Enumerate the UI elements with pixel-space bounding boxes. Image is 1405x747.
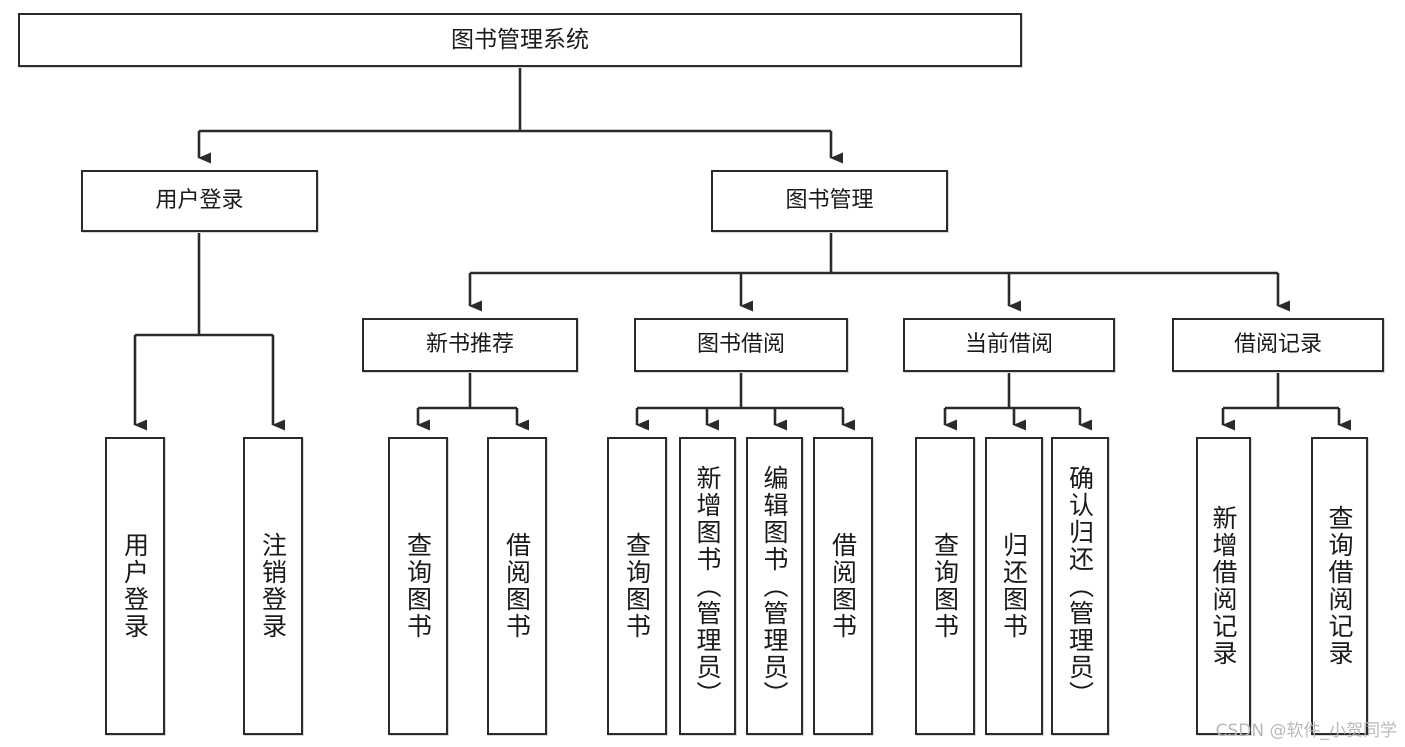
leaf-query-book-cb[interactable]: 查询图书 [915, 437, 975, 735]
leaf-user-login[interactable]: 用户登录 [105, 437, 165, 735]
csdn-watermark: CSDN @软件_小贺同学 [1215, 721, 1397, 741]
node-book-borrow-label: 图书借阅 [696, 332, 785, 358]
leaf-borrow-book-nbr-label: 借阅图书 [502, 532, 532, 640]
leaf-edit-book-admin[interactable]: 编辑图书（管理员） [746, 437, 803, 735]
node-borrow-record[interactable]: 借阅记录 [1172, 318, 1384, 372]
node-new-book-recommend-label: 新书推荐 [425, 332, 514, 358]
node-book-management-label: 图书管理 [785, 188, 874, 214]
leaf-query-book-bb-label: 查询图书 [622, 532, 652, 640]
leaf-borrow-book-nbr[interactable]: 借阅图书 [487, 437, 547, 735]
node-root-book-management-system[interactable]: 图书管理系统 [18, 13, 1022, 67]
leaf-logout-login[interactable]: 注销登录 [243, 437, 303, 735]
node-current-borrow[interactable]: 当前借阅 [903, 318, 1115, 372]
leaf-query-book-bb[interactable]: 查询图书 [607, 437, 667, 735]
edges-book-borrow-to-leaves [635, 372, 855, 431]
node-current-borrow-label: 当前借阅 [964, 332, 1053, 358]
leaf-return-book[interactable]: 归还图书 [985, 437, 1043, 735]
leaf-user-login-label: 用户登录 [120, 532, 150, 640]
node-root-label: 图书管理系统 [451, 26, 589, 53]
edges-current-borrow-to-leaves [943, 372, 1092, 431]
leaf-add-book-admin-label: 新增图书（管理员） [693, 464, 722, 708]
edges-root-to-level1 [197, 67, 843, 164]
leaf-borrow-book-bb-label: 借阅图书 [828, 532, 858, 640]
leaf-confirm-return-admin-label: 确认归还（管理员） [1065, 464, 1095, 708]
leaf-logout-login-label: 注销登录 [258, 532, 288, 640]
edges-borrow-record-to-leaves [1221, 372, 1351, 431]
leaf-query-book-nbr-label: 查询图书 [403, 532, 433, 640]
leaf-add-borrow-record[interactable]: 新增借阅记录 [1196, 437, 1251, 735]
leaf-borrow-book-bb[interactable]: 借阅图书 [813, 437, 873, 735]
leaf-query-borrow-record[interactable]: 查询借阅记录 [1311, 437, 1368, 735]
leaf-query-book-cb-label: 查询图书 [930, 532, 960, 640]
node-book-management[interactable]: 图书管理 [711, 170, 948, 232]
leaf-add-borrow-record-label: 新增借阅记录 [1209, 505, 1238, 667]
node-book-borrow[interactable]: 图书借阅 [634, 318, 848, 372]
leaf-confirm-return-admin[interactable]: 确认归还（管理员） [1051, 437, 1109, 735]
leaf-return-book-label: 归还图书 [999, 532, 1029, 640]
node-user-login[interactable]: 用户登录 [81, 170, 318, 232]
leaf-edit-book-admin-label: 编辑图书（管理员） [760, 464, 789, 708]
node-new-book-recommend[interactable]: 新书推荐 [362, 318, 578, 372]
node-borrow-record-label: 借阅记录 [1233, 332, 1322, 358]
leaf-query-book-nbr[interactable]: 查询图书 [388, 437, 448, 735]
edges-new-book-recommend-to-leaves [416, 372, 529, 431]
leaf-query-borrow-record-label: 查询借阅记录 [1325, 505, 1354, 667]
node-user-login-label: 用户登录 [155, 188, 244, 214]
edges-user-login-to-leaves [133, 232, 285, 431]
edges-book-manage-to-level2 [468, 232, 1290, 312]
leaf-add-book-admin[interactable]: 新增图书（管理员） [679, 437, 736, 735]
